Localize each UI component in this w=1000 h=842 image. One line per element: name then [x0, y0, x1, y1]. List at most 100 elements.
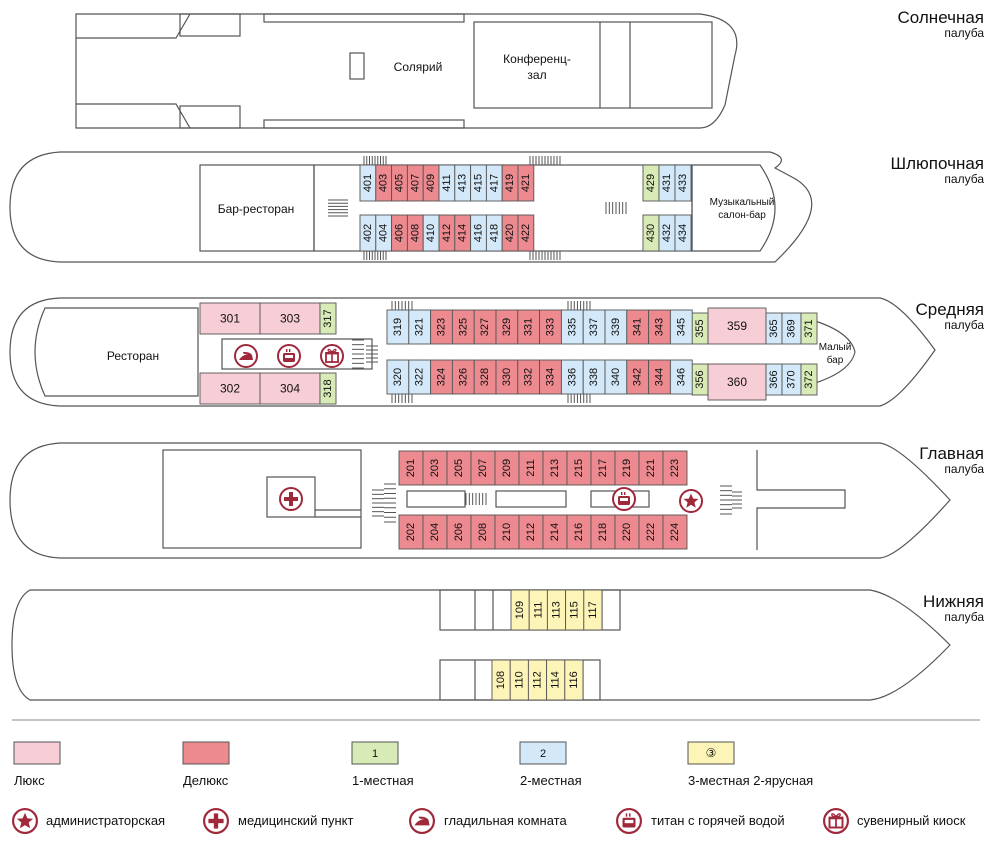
cross-icon: [203, 808, 229, 834]
cabin-number: 407: [409, 174, 421, 192]
solarium-label: Солярий: [394, 60, 443, 74]
cabin-217[interactable]: [590, 450, 616, 486]
cabin-116[interactable]: [564, 659, 584, 701]
cabin-number: 208: [477, 523, 489, 541]
conference-label: зал: [527, 68, 546, 82]
cabin-number: 333: [545, 318, 557, 336]
cabin-360[interactable]: [707, 363, 767, 401]
cabin-222[interactable]: [638, 514, 664, 550]
cabin-218[interactable]: [590, 514, 616, 550]
small-bar: [804, 317, 856, 387]
cabin-219[interactable]: [614, 450, 640, 486]
cabin-number: 219: [621, 459, 633, 477]
deck-name: Главная: [919, 444, 984, 463]
cabin-117[interactable]: [583, 589, 603, 631]
cabin-number: 334: [545, 368, 557, 386]
cup-icon: [616, 808, 642, 834]
cabin-224[interactable]: [662, 514, 688, 550]
cabin-number: 329: [501, 318, 513, 336]
cabin-number: 224: [669, 523, 681, 541]
cabin-number: 326: [457, 368, 469, 386]
cabin-number: 415: [473, 174, 485, 192]
cabin-422[interactable]: [517, 214, 535, 252]
cabin-number: 324: [436, 368, 448, 386]
deck-subtitle: палуба: [944, 318, 984, 332]
cabin-346[interactable]: [669, 359, 693, 395]
cabin-number: 338: [588, 368, 600, 386]
cabin-209[interactable]: [494, 450, 520, 486]
cabin-number: 212: [525, 523, 537, 541]
cabin-number: 355: [694, 319, 706, 337]
cabin-number: 205: [453, 459, 465, 477]
cup-icon: [277, 344, 301, 368]
cabin-number: 365: [768, 319, 780, 337]
main-deck-hull: [9, 442, 951, 559]
icon-legend-boiler: титан с горячей водой: [651, 813, 785, 828]
cabin-number: 408: [409, 224, 421, 242]
cabin-208[interactable]: [470, 514, 496, 550]
cabin-number: 109: [514, 601, 526, 619]
cabin-number: 414: [457, 224, 469, 242]
legend-swatch-triple: [687, 741, 735, 765]
cabin-223[interactable]: [662, 450, 688, 486]
cabin-number: 207: [477, 459, 489, 477]
cabin-number: 419: [504, 174, 516, 192]
cabin-number: 344: [654, 368, 666, 386]
sun-deck-hull: [75, 13, 738, 129]
cabin-number: 218: [597, 523, 609, 541]
cabin-317[interactable]: [319, 302, 337, 335]
cabin-216[interactable]: [566, 514, 592, 550]
deck-subtitle: палуба: [944, 26, 984, 40]
cabin-number: 417: [488, 174, 500, 192]
cabin-number: 406: [394, 224, 406, 242]
cabin-number: 403: [378, 174, 390, 192]
sun-deck-rail-block: [179, 105, 241, 129]
cabin-221[interactable]: [638, 450, 664, 486]
cabin-number: 327: [479, 318, 491, 336]
cabin-214[interactable]: [542, 514, 568, 550]
legend-label-single: 1-местная: [352, 773, 414, 788]
cabin-302[interactable]: [199, 372, 261, 405]
cabin-421[interactable]: [517, 164, 535, 202]
cabin-318[interactable]: [319, 372, 337, 405]
cabin-220[interactable]: [614, 514, 640, 550]
cabin-434[interactable]: [674, 214, 692, 252]
cabin-433[interactable]: [674, 164, 692, 202]
cabin-number: 321: [414, 318, 426, 336]
cross-icon: [279, 487, 303, 511]
cabin-number: 222: [645, 523, 657, 541]
deck-subtitle: палуба: [944, 172, 984, 186]
cabin-number: 317: [322, 309, 334, 327]
restaurant-label: Ресторан: [107, 349, 159, 363]
cabin-372[interactable]: [800, 363, 818, 396]
small-bar-label: бар: [827, 354, 844, 366]
cabin-301[interactable]: [199, 302, 261, 335]
cabin-number: 116: [568, 671, 580, 689]
cabin-number: 339: [610, 318, 622, 336]
cabin-number: 410: [425, 224, 437, 242]
cabin-number: 113: [551, 601, 563, 619]
cabin-345[interactable]: [669, 309, 693, 345]
legend-label-lux: Люкс: [14, 773, 45, 788]
cabin-206[interactable]: [446, 514, 472, 550]
music-salon: [691, 164, 776, 252]
cabin-203[interactable]: [422, 450, 448, 486]
cabin-210[interactable]: [494, 514, 520, 550]
cabin-number: 115: [569, 601, 581, 619]
cabin-number: 420: [504, 224, 516, 242]
cabin-number: 204: [429, 523, 441, 541]
cabin-number: 432: [661, 224, 673, 242]
cabin-371[interactable]: [800, 312, 818, 345]
cabin-number: 356: [694, 370, 706, 388]
cabin-304[interactable]: [259, 372, 321, 405]
lower-deck-hull: [11, 589, 951, 701]
cabin-number: 221: [645, 459, 657, 477]
cabin-number: 201: [405, 459, 417, 477]
cabin-359[interactable]: [707, 307, 767, 345]
legend-swatch-single: [351, 741, 399, 765]
cabin-202[interactable]: [398, 514, 424, 550]
cabin-number: 112: [532, 671, 544, 689]
cabin-number: 413: [457, 174, 469, 192]
cabin-number: 213: [549, 459, 561, 477]
